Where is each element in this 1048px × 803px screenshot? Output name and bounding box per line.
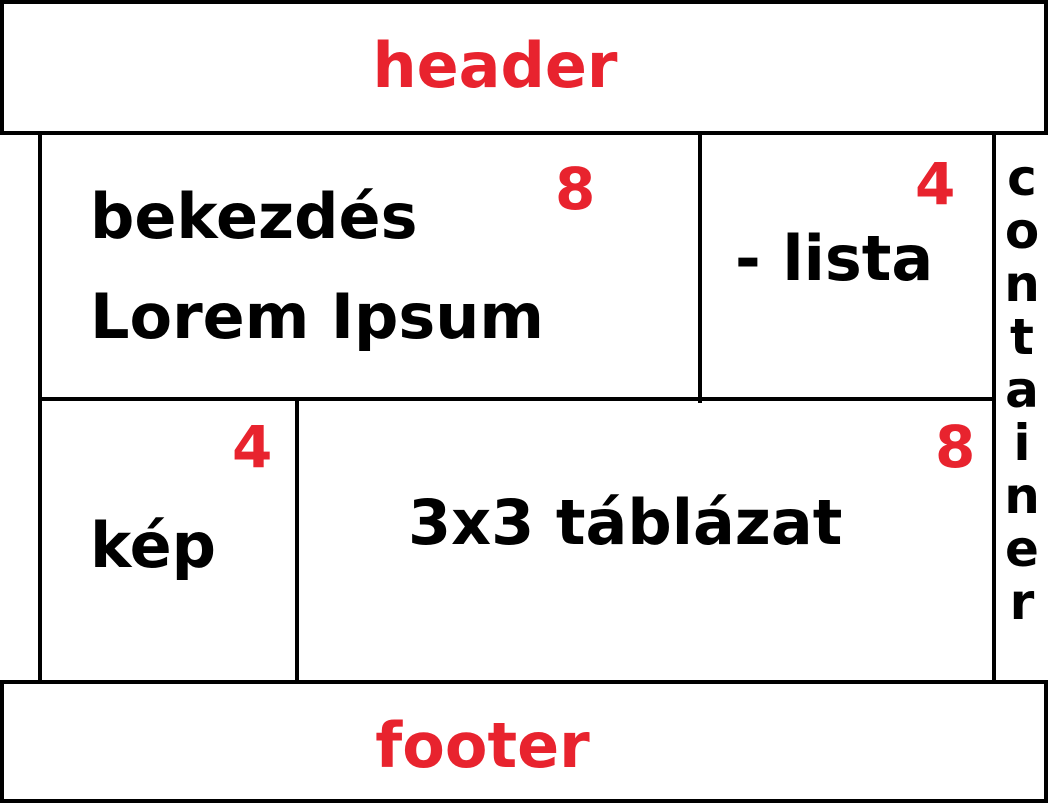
lorem-ipsum-text: Lorem Ipsum [90,280,545,353]
list-column-count: 4 [915,150,956,218]
row2-column-divider [295,397,299,687]
container-right-border [992,133,996,684]
table-label: 3x3 táblázat [408,486,843,559]
footer-label: footer [375,709,590,782]
container-left-border [38,133,42,684]
image-label: kép [90,509,216,582]
footer-box [0,680,1048,803]
paragraph-column-count: 8 [555,155,596,223]
image-column-count: 4 [232,413,273,481]
list-label: - lista [735,222,934,295]
header-box [0,0,1048,135]
header-label: header [372,29,618,102]
row-divider [38,397,996,401]
table-column-count: 8 [935,413,976,481]
row1-column-divider [698,133,702,403]
paragraph-label: bekezdés [90,180,418,253]
